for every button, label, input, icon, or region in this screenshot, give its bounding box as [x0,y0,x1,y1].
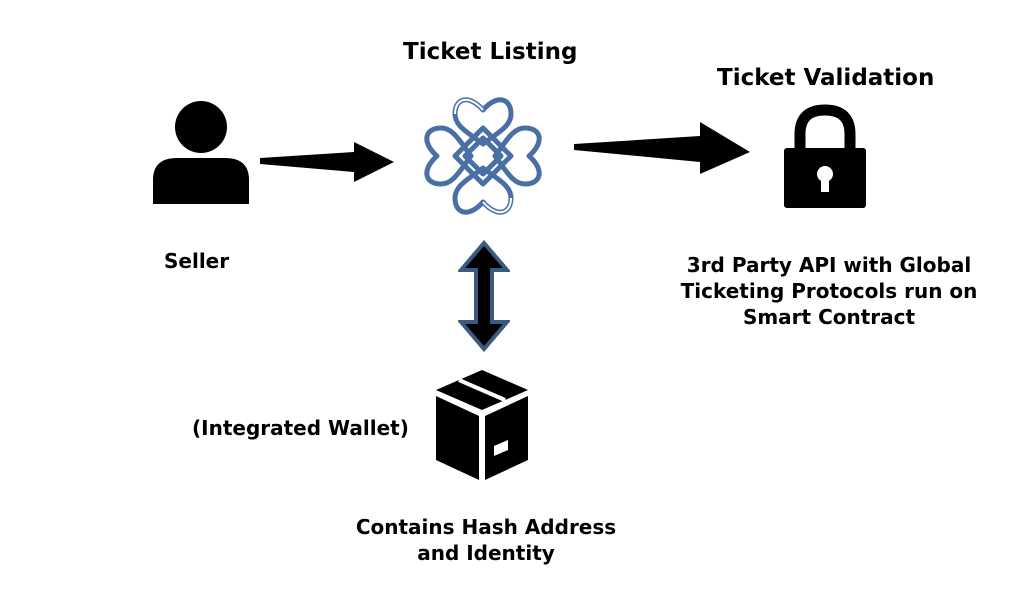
ticket-listing-title: Ticket Listing [403,39,578,65]
validation-desc-line-3: Smart Contract [742,305,916,329]
wallet-label: (Integrated Wallet) [192,416,409,440]
double-arrow-listing-wallet [458,240,510,352]
box-icon [432,366,532,484]
arrow-seller-to-listing [258,140,398,184]
ticket-validation-title: Ticket Validation [717,65,935,91]
wallet-desc-line-2: and Identity [417,541,555,565]
wallet-desc-line-1: Contains Hash Address [355,515,617,539]
seller-user-icon [150,100,252,206]
validation-desc-line-1: 3rd Party API with Global [686,253,972,277]
wallet-description: Contains Hash Address and Identity [336,514,636,566]
seller-label: Seller [164,249,230,273]
ticket-validation-description: 3rd Party API with Global Ticketing Prot… [664,252,994,330]
arrow-listing-to-validation [572,120,754,176]
celtic-knot-icon [415,88,551,224]
lock-icon [782,104,868,210]
validation-desc-line-2: Ticketing Protocols run on [680,279,978,303]
